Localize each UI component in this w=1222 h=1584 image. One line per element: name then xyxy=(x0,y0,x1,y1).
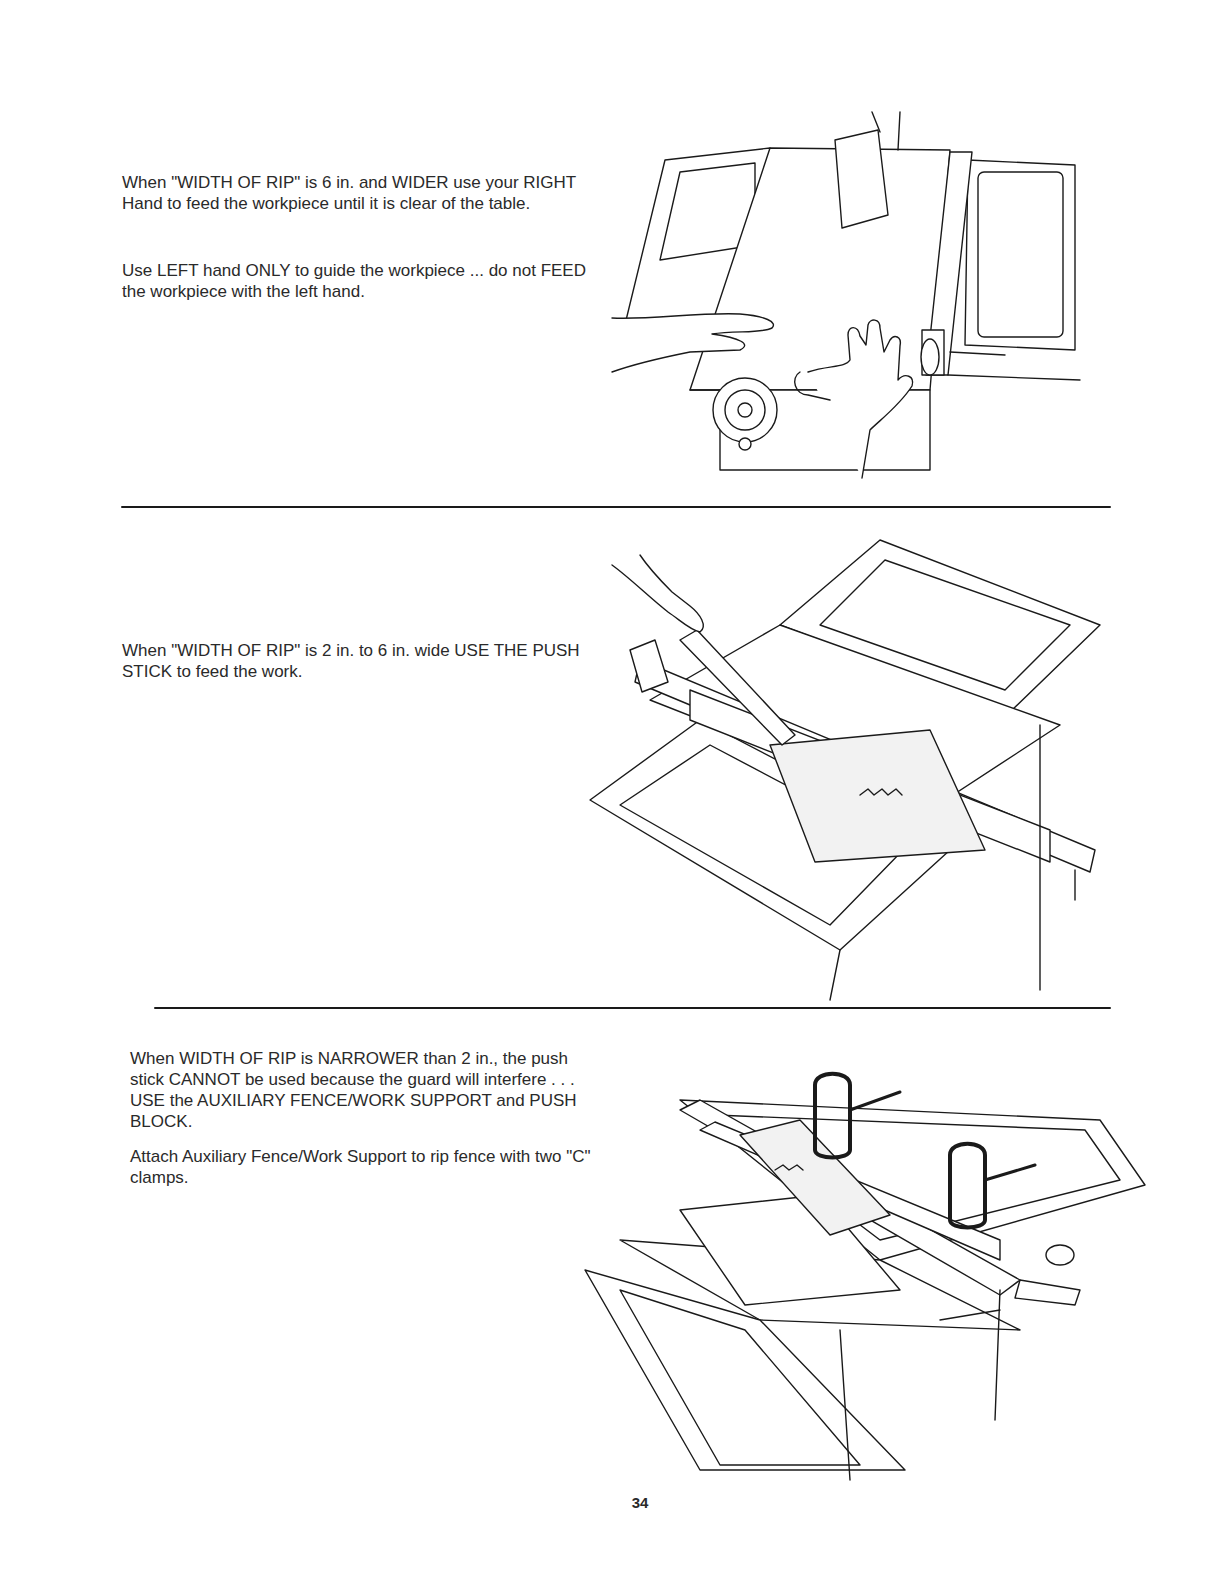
stand-leg xyxy=(830,950,840,1000)
extension-opening xyxy=(620,1290,860,1465)
stand-leg xyxy=(840,1330,850,1480)
splitter xyxy=(898,112,900,150)
saw-blade xyxy=(775,1165,803,1170)
handwheel xyxy=(713,378,777,442)
workpiece xyxy=(690,690,1050,862)
instruction-text: Attach Auxiliary Fence/Work Support to r… xyxy=(130,1146,600,1188)
instruction-text: When "WIDTH OF RIP" is 2 in. to 6 in. wi… xyxy=(122,640,600,682)
handwheel xyxy=(725,390,765,430)
page-number: 34 xyxy=(610,1494,670,1513)
right-hand xyxy=(795,372,830,400)
instruction-text: When WIDTH OF RIP is NARROWER than 2 in.… xyxy=(130,1048,600,1132)
fence-knob xyxy=(1046,1245,1074,1265)
fence-lock xyxy=(922,330,944,375)
extension-opening xyxy=(978,172,1063,337)
instruction-text: Use LEFT hand ONLY to guide the workpiec… xyxy=(122,260,600,302)
stand-leg xyxy=(1074,870,1075,900)
instruction-text: When "WIDTH OF RIP" is 6 in. and WIDER u… xyxy=(122,172,600,214)
saw-blade xyxy=(860,789,902,795)
fence-rail xyxy=(950,352,1005,355)
table-edge xyxy=(690,389,720,390)
fence-knob xyxy=(921,339,939,375)
saw-figure-wide-rip xyxy=(612,112,1080,478)
splitter xyxy=(872,112,880,132)
left-hand xyxy=(612,314,773,372)
blade-guard xyxy=(770,730,985,862)
c-clamp xyxy=(950,1144,985,1228)
stand-leg xyxy=(995,1290,1000,1420)
stand-leg xyxy=(1039,725,1040,990)
divider-line xyxy=(122,506,1110,508)
c-clamp xyxy=(815,1074,850,1158)
c-clamp-screw xyxy=(850,1092,900,1110)
saw-figure-push-stick xyxy=(590,540,1100,1000)
rip-fence xyxy=(635,660,1095,872)
fence-lock xyxy=(1015,1280,1080,1305)
fence-rail xyxy=(940,1310,1000,1320)
handwheel-knob xyxy=(739,438,751,450)
c-clamp-screw xyxy=(985,1165,1035,1180)
right-extension xyxy=(965,160,1075,350)
saw-figure-auxiliary-fence xyxy=(585,1074,1145,1480)
fence-rail xyxy=(948,375,1080,380)
push-stick xyxy=(680,630,795,745)
blade-guard xyxy=(835,130,888,228)
handwheel xyxy=(738,403,752,417)
divider-line xyxy=(155,1007,1110,1009)
fence-lock xyxy=(630,640,668,692)
table-top xyxy=(690,148,950,390)
hand xyxy=(612,555,703,632)
